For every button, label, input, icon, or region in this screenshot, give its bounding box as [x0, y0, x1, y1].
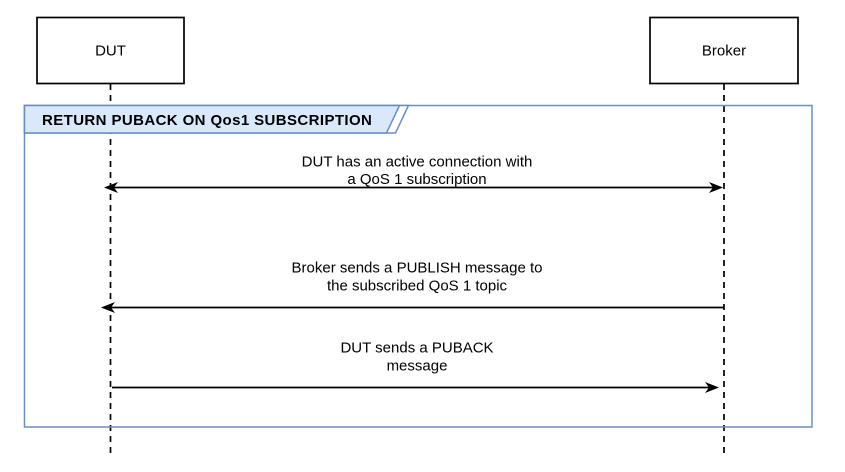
- message-puback: DUT sends a PUBACK message: [112, 340, 719, 393]
- actor-dut-label: DUT: [95, 43, 126, 60]
- message-active-connection: DUT has an active connection with a QoS …: [104, 154, 723, 193]
- message-1-arrowhead-left: [104, 182, 118, 193]
- message-1-text-line2: a QoS 1 subscription: [347, 171, 486, 188]
- frame-title: RETURN PUBACK ON Qos1 SUBSCRIPTION: [42, 112, 372, 129]
- message-2-arrowhead-left: [101, 302, 115, 313]
- actor-broker-label: Broker: [702, 43, 746, 60]
- message-publish: Broker sends a PUBLISH message to the su…: [101, 260, 724, 313]
- frame-border: [23, 104, 813, 428]
- actor-broker: Broker: [649, 16, 799, 85]
- message-3-arrowhead-right: [705, 382, 719, 393]
- message-3-text-line2: message: [387, 358, 448, 375]
- frame-return-puback: RETURN PUBACK ON Qos1 SUBSCRIPTION: [23, 104, 813, 428]
- actor-dut-box: [36, 16, 185, 85]
- actor-dut: DUT: [36, 16, 185, 85]
- message-3-text-line1: DUT sends a PUBACK: [340, 340, 493, 357]
- frame-label-background: [23, 104, 401, 134]
- actor-broker-box: [649, 16, 799, 85]
- message-1-arrowhead-right: [709, 182, 723, 193]
- message-2-text-line2: the subscribed QoS 1 topic: [327, 278, 508, 295]
- message-2-text-line1: Broker sends a PUBLISH message to: [292, 260, 543, 277]
- message-1-text-line1: DUT has an active connection with: [302, 154, 533, 171]
